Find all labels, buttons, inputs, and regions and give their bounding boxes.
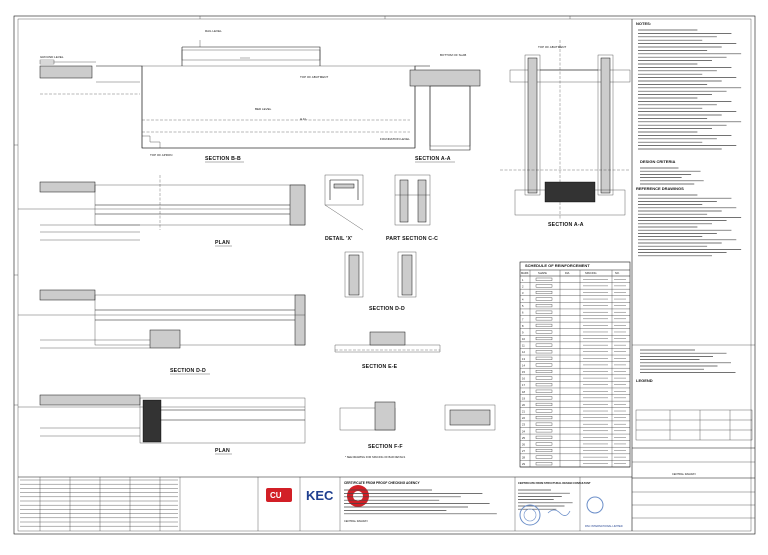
detail-x-drawing: DETAIL 'X' [324, 174, 364, 242]
label-bottom-of-slab: BOTTOM OF SLAB [440, 53, 466, 57]
schedule-mark: 4 [522, 298, 524, 302]
section-ff-drawing: SECTION F-F * SEE DRAWING FOR SPACING OF… [339, 401, 496, 459]
schedule-mark: 18 [522, 390, 525, 394]
schedule-mark: 5 [522, 304, 524, 308]
schedule-col-no: NO. [615, 271, 620, 275]
part-section-cc-drawing: PART SECTION C-C [386, 174, 438, 242]
plan-2-drawing: SECTION D-D [18, 289, 306, 375]
schedule-mark: 20 [522, 403, 525, 407]
schedule-mark: 19 [522, 396, 525, 400]
section-bb-drawing: RAIL LEVEL TOP OF ABUTMENT BED LEVEL H.F… [39, 29, 481, 163]
title-section-dd-middle: SECTION D-D [369, 306, 405, 312]
consultant-logo-text: CU [270, 491, 282, 500]
schedule-mark: 15 [522, 370, 525, 374]
title-part-section-cc: PART SECTION C-C [386, 236, 438, 242]
reinforcement-schedule: SCHEDULE OF REINFORCEMENT MARK SHAPE DIA… [519, 261, 631, 468]
title-section-ff: SECTION F-F [368, 444, 403, 450]
section-ee-drawing: SECTION E-E [334, 331, 441, 370]
schedule-mark: 13 [522, 357, 525, 361]
client-logo-kec: KEC [306, 488, 334, 503]
title-section-aa-left: SECTION A-A [415, 156, 451, 162]
title-section-aa-right: SECTION A-A [548, 222, 584, 228]
label-top-of-apron: TOP OF APRON [150, 153, 172, 157]
title-section-ee: SECTION E-E [362, 364, 398, 370]
label-top-abutment-right: TOP OF ABUTMENT [538, 45, 566, 49]
schedule-mark: 24 [522, 429, 525, 433]
schedule-mark: 21 [522, 410, 525, 414]
schedule-mark: 16 [522, 377, 525, 381]
title-section-dd-left: SECTION D-D [170, 368, 206, 374]
label-foundation-level: FOUNDATION LEVEL [380, 137, 410, 141]
sheet-inner-border [17, 18, 752, 532]
schedule-mark: 12 [522, 350, 525, 354]
schedule-mark: 11 [522, 344, 525, 348]
schedule-col-shape: SHAPE [538, 271, 547, 275]
schedule-mark: 22 [522, 416, 525, 420]
reference-lines [638, 194, 742, 257]
section-aa-right-drawing: TOP OF ABUTMENT SECTION A-A [500, 40, 631, 228]
title-detail-x: DETAIL 'X' [325, 236, 353, 242]
consultant-name: RSC INTERNATIONAL LIMITED [585, 524, 623, 528]
proof-check-certificate: CERTIFICATE FROM PROOF CHECKING AGENCY [344, 481, 420, 485]
design-criteria-lines [640, 167, 704, 185]
notes-title: NOTES: [636, 21, 651, 26]
title-plan-1: PLAN [215, 240, 230, 246]
notes-panel: NOTES: DESIGN CRITERIA REFERENCE DRAWING… [632, 21, 755, 519]
consultant-stamp [519, 504, 541, 526]
schedule-mark: 23 [522, 423, 525, 427]
legend-lines [640, 349, 736, 373]
schedule-mark: 3 [522, 291, 524, 295]
schedule-mark: 29 [522, 462, 525, 466]
design-criteria-title: DESIGN CRITERIA [640, 159, 675, 164]
schedule-col-dia: DIA [565, 271, 570, 275]
consultant-logo-mark [266, 488, 292, 502]
designer-stamp [586, 496, 604, 514]
schedule-mark: 6 [522, 311, 524, 315]
notes-text-lines [638, 29, 742, 150]
schedule-col-mark: MARK [521, 271, 529, 275]
schedule-mark: 2 [522, 284, 524, 288]
section-dd-middle-drawing: SECTION D-D [344, 251, 417, 312]
schedule-mark: 1 [522, 278, 524, 282]
schedule-mark: 10 [522, 337, 525, 341]
label-bed-level: BED LEVEL [255, 107, 272, 111]
signature [547, 509, 571, 516]
schedule-col-spacing: SPACING [585, 271, 596, 275]
schedule-mark: 17 [522, 383, 525, 387]
title-block-railway: CENTRAL RAILWAY [672, 472, 696, 476]
schedule-rows: 1234567891011121314151617181920212223242… [520, 278, 630, 468]
reference-drawings-title: REFERENCE DRAWINGS [636, 186, 684, 191]
note-spacing: * SEE DRAWING FOR SPACING OF BAR DETAILS [345, 455, 405, 459]
schedule-mark: 8 [522, 324, 524, 328]
revision-table [635, 409, 753, 441]
bottom-title-strip: CU KEC CENTRAL RAILWAY CERTIFICATE FROM … [20, 477, 623, 531]
schedule-mark: 14 [522, 363, 525, 367]
label-ground-level: GROUND LEVEL [40, 55, 64, 59]
label-top-abutment: TOP OF ABUTMENT [300, 75, 328, 79]
schedule-mark: 9 [522, 330, 524, 334]
schedule-mark: 27 [522, 449, 525, 453]
schedule-title: SCHEDULE OF REINFORCEMENT [525, 263, 590, 268]
title-plan-2: PLAN [215, 448, 230, 454]
railway-emblem-caption: CENTRAL RAILWAY [344, 519, 368, 523]
schedule-mark: 25 [522, 436, 525, 440]
border-ticks [14, 16, 571, 406]
label-hfl: H.F.L. [300, 117, 308, 121]
schedule-mark: 26 [522, 442, 525, 446]
plan-1-drawing: PLAN [18, 175, 306, 247]
structural-certificate: CERTIFICATE FROM STRUCTURAL DESIGN CONSU… [518, 481, 591, 485]
plan-3-drawing: PLAN [18, 394, 306, 455]
schedule-mark: 28 [522, 456, 525, 460]
title-section-bb: SECTION B-B [205, 156, 241, 162]
label-rail-level: RAIL LEVEL [205, 29, 222, 33]
schedule-mark: 7 [522, 317, 524, 321]
legend-title: LEGEND [636, 378, 653, 383]
